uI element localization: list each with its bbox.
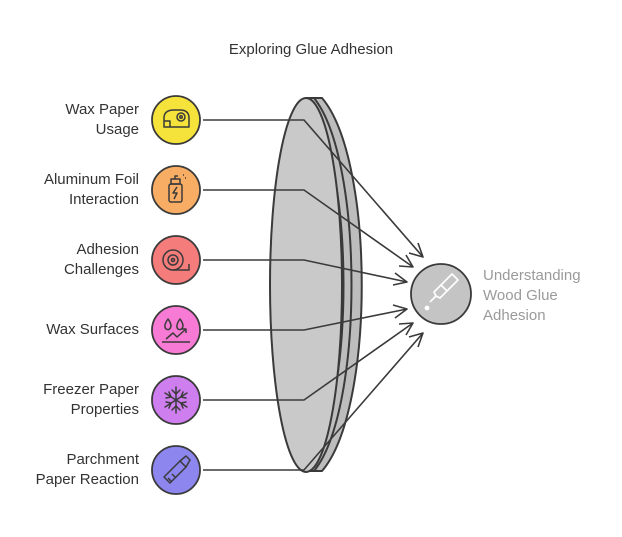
input-circle-3: [151, 235, 201, 285]
connector-5: [203, 322, 414, 401]
input-circle-1: [151, 95, 201, 145]
connector-6: [203, 332, 424, 471]
connectors: [203, 119, 424, 471]
input-circles: [151, 95, 201, 495]
utility-knife-icon: [163, 455, 191, 484]
tape-dispenser-icon: [163, 109, 190, 128]
spray-can-icon: [168, 174, 186, 203]
tape-roll-icon: [162, 249, 190, 271]
glue-bottle-icon: [424, 273, 459, 311]
input-label-4: Wax Surfaces: [46, 321, 139, 338]
connector-4: [203, 308, 408, 331]
water-drops-icon: [162, 318, 190, 343]
target-circle: [410, 263, 472, 325]
connector-3: [203, 259, 408, 283]
input-circle-6: [151, 445, 201, 495]
connector-2: [203, 189, 414, 268]
input-circle-4: [151, 305, 201, 355]
snowflake-icon: [164, 386, 188, 414]
connector-1: [203, 119, 424, 258]
input-circle-2: [151, 165, 201, 215]
diagram-title: Exploring Glue Adhesion: [228, 41, 394, 58]
arrowheads: [392, 242, 424, 348]
lens: [269, 97, 363, 473]
